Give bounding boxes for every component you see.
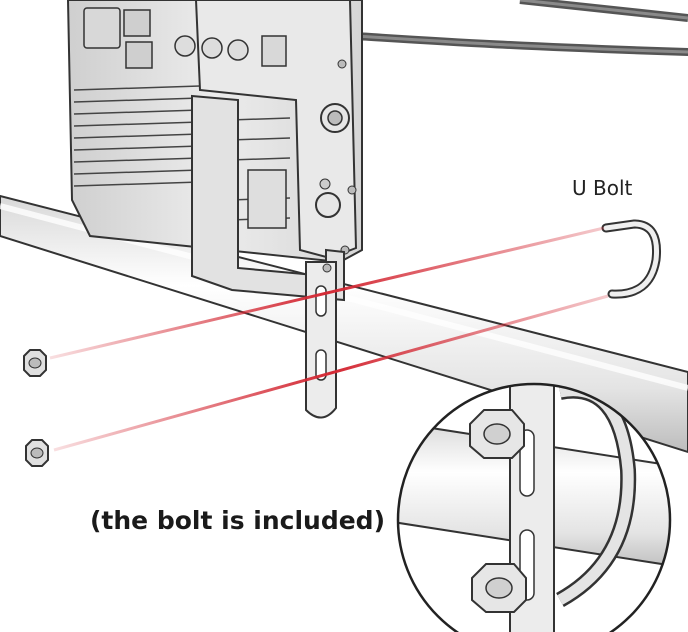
- detail-magnifier: [396, 382, 672, 632]
- hex-bolt-head-lower: [471, 563, 527, 613]
- inverter-housing: [66, 0, 363, 264]
- mounting-bracket: [191, 94, 345, 419]
- hex-nut-upper: [23, 349, 47, 377]
- hex-nut-lower: [25, 439, 49, 467]
- cable: [351, 0, 688, 56]
- u-bolt-label: U Bolt: [572, 176, 633, 200]
- bolt-included-note: (the bolt is included): [90, 506, 386, 535]
- hex-bolt-head-upper: [469, 409, 525, 459]
- guide-lines: [49, 226, 609, 452]
- u-bolt: [601, 219, 662, 299]
